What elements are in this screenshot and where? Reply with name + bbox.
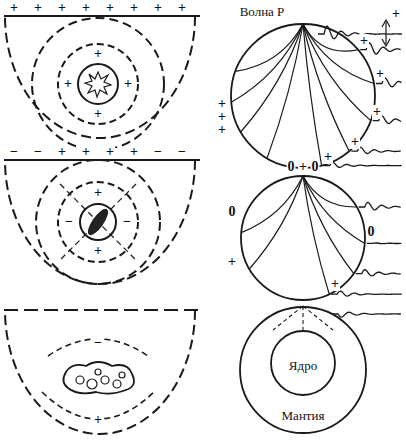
polarity-sign: + [63,77,73,91]
polarity-sign: + [81,145,91,159]
seismic-ray [303,176,365,243]
polarity-sign: 0 [311,160,320,174]
seismic-ray [235,24,303,71]
seismic-ray [303,176,329,294]
polarity-sign: + [217,123,227,137]
polarity-sign: − [93,336,103,350]
seismic-ray [302,306,303,332]
seismograms [273,26,402,332]
surface-line [4,309,200,311]
polarity-sign: + [350,135,360,149]
polarity-sign: + [105,145,115,159]
seismogram-trace [356,270,401,276]
polarity-sign: + [153,1,163,15]
polarity-sign: + [372,105,382,119]
region-label: Ядро [288,359,318,372]
polarity-sign: + [123,77,133,91]
mantle-circle: Мантия Ядро [239,306,367,434]
polarity-sign: + [129,145,139,159]
motion-arrow [385,22,386,44]
polarity-sign: − [153,145,163,159]
front-ring [5,16,195,138]
front-ring [58,182,138,262]
polarity-sign: + [375,67,385,81]
wave-fronts [5,160,195,284]
seismogram-trace [367,242,402,244]
seismic-ray [303,24,371,121]
polarity-sign: + [359,34,369,48]
polarity-sign: − [177,145,187,159]
polarity-sign: − [33,145,43,159]
panel-collapse [4,186,200,434]
polarity-sign: 0 [228,205,237,219]
polarity-sign: + [323,150,333,164]
seismogram-trace [324,162,402,167]
nodal-plane [60,184,136,260]
polarity-sign: + [57,145,67,159]
seismogram-trace [359,202,401,210]
polarity-sign: + [33,1,43,15]
wave-fronts [5,16,195,148]
region-label: Мантия [281,409,326,422]
seismic-ray [241,176,303,233]
surface-line [4,15,200,17]
front-ring [32,18,164,148]
earth-circle [231,24,375,168]
polarity-sign: + [93,107,103,121]
polarity-sign: + [81,1,91,15]
seismic-rays [231,24,374,294]
polarity-sign: + [217,110,227,124]
fault-plane [85,207,110,237]
seismic-ray [303,24,322,166]
polarity-sign: 0 [287,160,296,174]
polarity-sign: + [57,1,67,15]
core-circle: Ядро [270,330,336,396]
front-ring [36,160,160,284]
polarity-sign: + [298,160,308,174]
polarity-sign: + [93,244,103,258]
front-ring [5,310,195,434]
seismic-ray [231,24,303,102]
polarity-sign: + [391,7,401,21]
collapse-cavity [63,362,134,394]
seismic-ray [303,176,354,274]
polarity-sign: − [122,215,132,229]
polarity-sign: + [93,186,103,200]
polarity-sign: + [93,413,103,427]
polarity-sign: + [330,277,340,291]
polarity-sign: + [177,1,187,15]
explosion-star [85,72,111,97]
polarity-sign: 0 [367,225,376,239]
seismogram-trace [331,291,402,296]
motion-arrow [382,20,390,46]
polarity-sign: + [9,1,19,15]
polarity-sign: − [64,215,74,229]
polarity-sign: + [217,97,227,111]
nodal-plane [60,184,136,260]
wave-fronts [5,310,195,434]
seismic-ray [267,24,303,158]
circle-outline [240,307,366,433]
polarity-sign: + [129,1,139,15]
seismic-ray [241,24,303,132]
polarity-sign: + [227,255,237,269]
seismogram-trace [332,312,401,317]
circle-outline [271,331,335,395]
front-ring [5,160,195,284]
front-ring [78,64,118,104]
polarity-sign: + [93,47,103,61]
earth-circle [241,176,365,300]
panel-fault [4,36,200,284]
polarity-sign: − [9,145,19,159]
front-ring [58,44,138,124]
polarity-sign: + [105,1,115,15]
rock-fragments [76,369,125,389]
panel-explosion [4,0,200,150]
wave-label: Волна P [239,5,286,18]
